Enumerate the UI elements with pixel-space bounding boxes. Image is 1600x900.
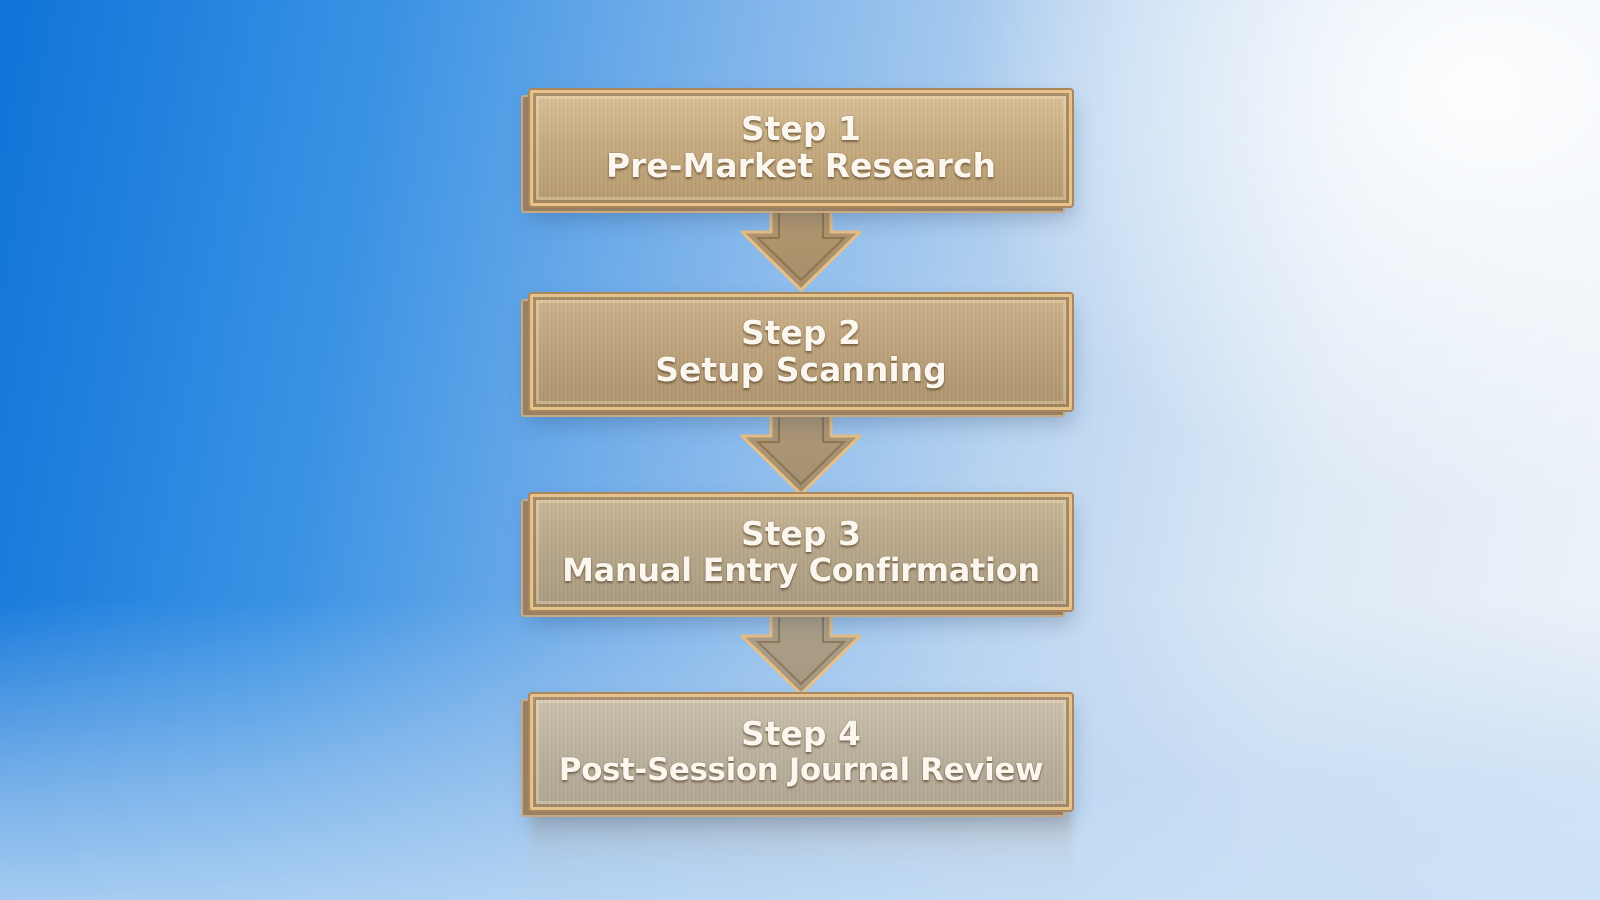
- down-arrow-icon: [740, 404, 862, 496]
- step-2-title: Setup Scanning: [655, 350, 947, 389]
- step-4-number: Step 4: [741, 714, 861, 754]
- step-4-title: Post-Session Journal Review: [558, 752, 1044, 789]
- floor-reflection: [530, 812, 1072, 900]
- step-3-number: Step 3: [741, 513, 861, 553]
- step-box-4: Step 4 Post-Session Journal Review: [528, 692, 1074, 812]
- step-3-title: Manual Entry Confirmation: [562, 550, 1040, 589]
- step-box-1: Step 1 Pre-Market Research: [528, 88, 1074, 208]
- step-1-number: Step 1: [741, 109, 861, 149]
- down-arrow-icon: [740, 200, 862, 292]
- step-box-2: Step 2 Setup Scanning: [528, 292, 1074, 412]
- step-1-title: Pre-Market Research: [605, 146, 997, 185]
- step-2-number: Step 2: [741, 313, 861, 353]
- step-box-3: Step 3 Manual Entry Confirmation: [528, 492, 1074, 612]
- down-arrow-icon: [740, 604, 862, 696]
